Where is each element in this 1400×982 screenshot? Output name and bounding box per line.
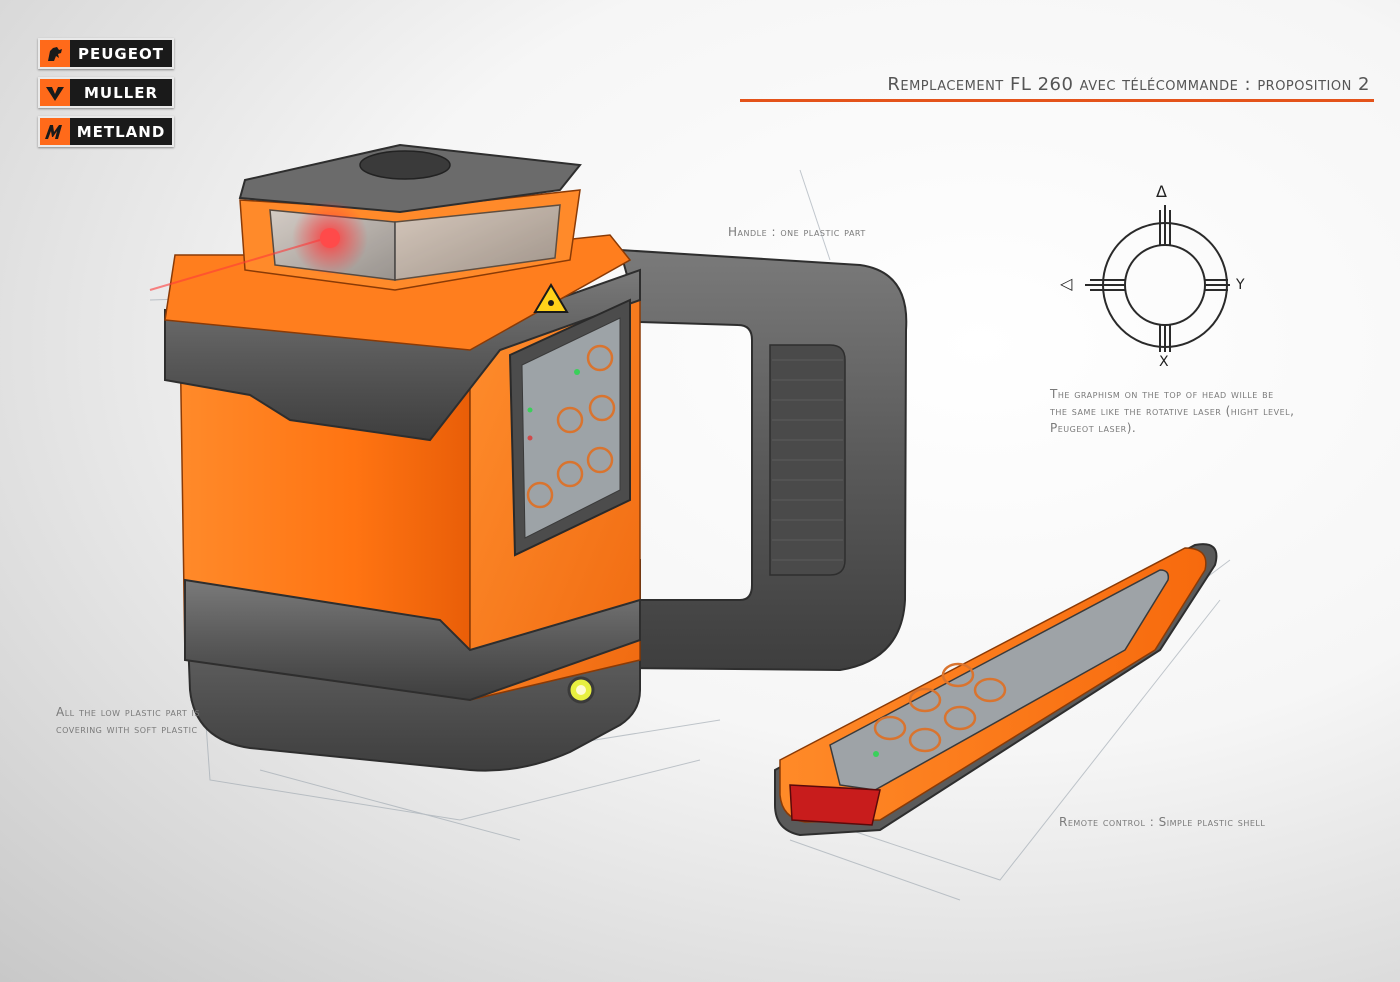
graphism-note-line-2: the same like the rotative laser (hight … xyxy=(1050,404,1295,418)
remote-note: Remote control : Simple plastic shell xyxy=(1059,815,1266,829)
chevron-logo-icon xyxy=(40,79,70,106)
brand-metland: METLAND xyxy=(38,116,174,147)
lion-icon xyxy=(40,40,70,67)
m-logo-icon xyxy=(40,118,70,145)
brand-name: MULLER xyxy=(83,83,159,102)
axis-top-label: Δ xyxy=(1156,182,1167,201)
axis-left-label: ◁ xyxy=(1060,274,1073,293)
graphism-note-line-3: Peugeot laser). xyxy=(1050,421,1137,435)
handle-note: Handle : one plastic part xyxy=(728,225,866,239)
title-underline xyxy=(740,99,1374,102)
brand-name: METLAND xyxy=(76,122,166,141)
low-part-note-line-2: covering with soft plastic xyxy=(56,722,198,736)
brand-muller: MULLER xyxy=(38,77,174,108)
page-title: Remplacement FL 260 avec télécommande : … xyxy=(887,74,1370,95)
axis-right-label: Y xyxy=(1236,277,1245,293)
axis-diagram xyxy=(1085,205,1230,352)
graphism-note-line-1: The graphism on the top of head wille be xyxy=(1050,387,1274,401)
brand-name: PEUGEOT xyxy=(78,44,164,63)
low-part-note-line-1: All the low plastic part is xyxy=(56,705,200,719)
brand-peugeot: PEUGEOT xyxy=(38,38,174,69)
axis-bottom-label: X xyxy=(1159,354,1169,370)
